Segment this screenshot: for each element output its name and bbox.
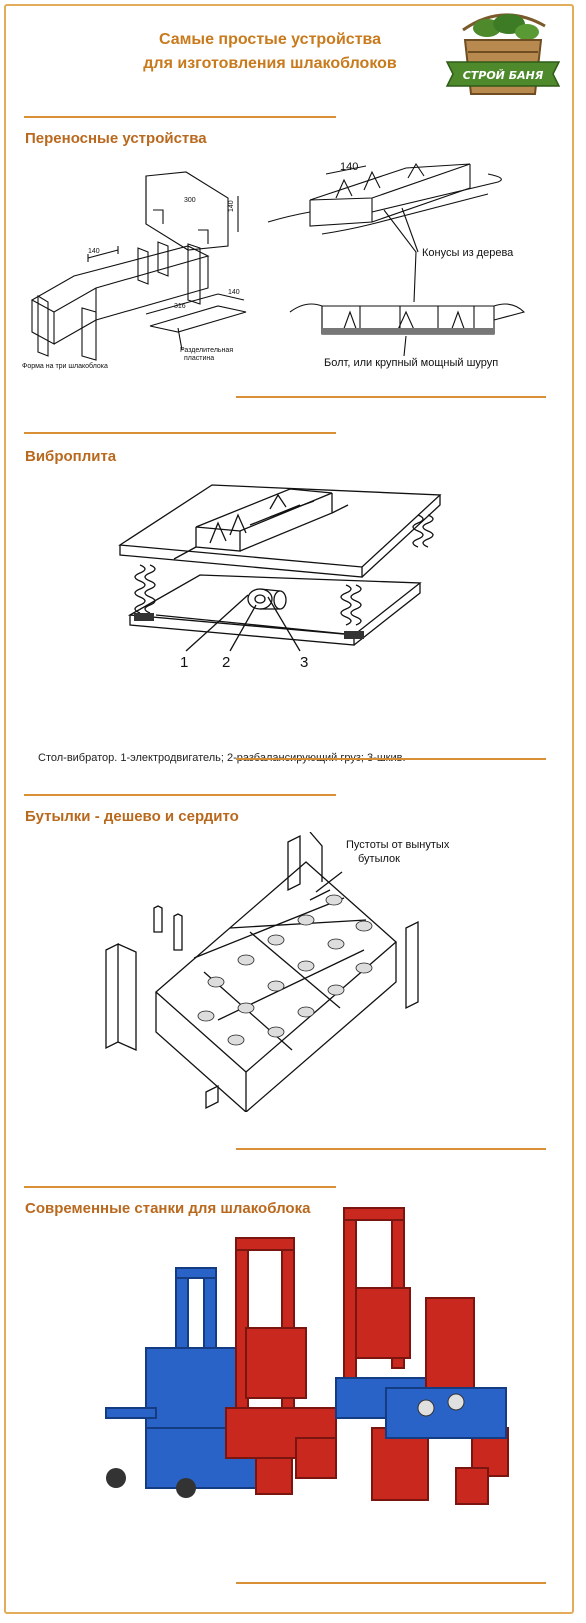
section4-top-rule: [24, 1186, 336, 1188]
section2-title: Виброплита: [25, 448, 117, 465]
machines-photo: [105, 1207, 509, 1505]
dim-140-a: 140: [88, 248, 100, 255]
vibro-label-1: 1: [180, 654, 188, 671]
voids-label-line1: Пустоты от вынутых: [346, 839, 450, 851]
stroy-banya-logo: СТРОЙ БАНЯ: [445, 13, 561, 95]
dim-140-b: 140: [228, 200, 235, 212]
cones-label: Конусы из дерева: [422, 247, 514, 259]
divider-label-line2: пластина: [184, 355, 214, 362]
dim-300: 300: [184, 197, 196, 204]
vibroplate-caption: Стол-вибратор. 1-электродвигатель; 2-раз…: [38, 752, 406, 764]
section3-title: Бутылки - дешево и сердито: [25, 808, 239, 825]
vibroplate-drawing: 1 2 3: [118, 484, 442, 671]
page-title-line2: для изготовления шлакоблоков: [143, 55, 397, 72]
dim-316: 316: [174, 303, 186, 310]
logo-text: СТРОЙ БАНЯ: [463, 69, 544, 82]
portable-forms-drawing: 140 300 140 316 140 Разделительная пласт…: [22, 161, 526, 370]
section3-bottom-rule: [236, 1148, 546, 1150]
vibro-label-3: 3: [300, 654, 308, 671]
section1-top-rule: [24, 116, 336, 118]
section1-title: Переносные устройства: [25, 130, 207, 147]
bolt-label: Болт, или крупный мощный шуруп: [324, 357, 498, 369]
bottle-form-drawing: Пустоты от вынутых бутылок: [105, 832, 450, 1112]
voids-label-line2: бутылок: [358, 853, 400, 865]
form-caption: Форма на три шлакоблока: [22, 362, 108, 370]
dim-140-top: 140: [340, 161, 358, 173]
dim-140-c: 140: [228, 289, 240, 296]
section2-top-rule: [24, 432, 336, 434]
section3-top-rule: [24, 794, 336, 796]
section4-title: Современные станки для шлакоблока: [25, 1200, 311, 1217]
section4-bottom-rule: [236, 1582, 546, 1584]
section2-bottom-rule: [236, 758, 546, 760]
divider-label-line1: Разделительная: [180, 347, 233, 354]
vibro-label-2: 2: [222, 654, 230, 671]
section1-bottom-rule: [236, 396, 546, 398]
page-title-line1: Самые простые устройства: [158, 31, 382, 48]
